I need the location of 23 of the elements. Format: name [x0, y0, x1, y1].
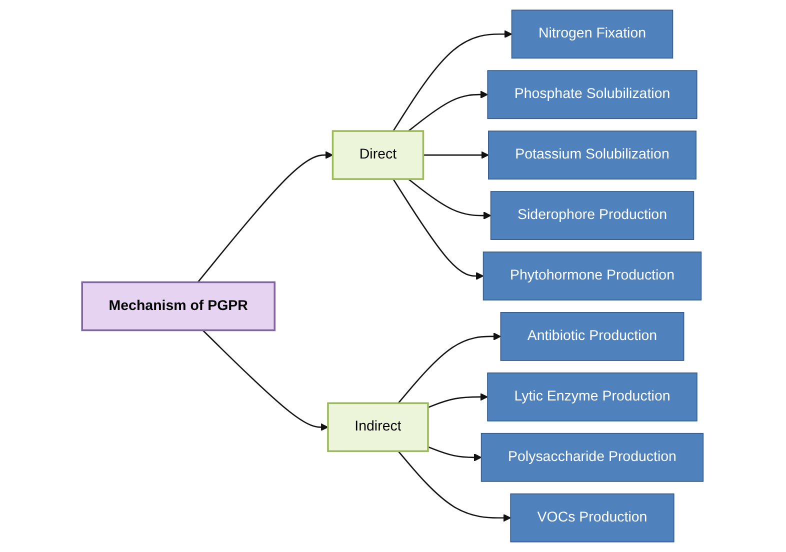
node-box: Nitrogen Fixation: [512, 10, 674, 59]
node-box: Phytohormone Production: [483, 252, 702, 300]
arrow: [428, 446, 482, 462]
arrow: [424, 151, 490, 159]
arrow: [393, 30, 512, 132]
node-box: Direct: [332, 130, 424, 180]
arrow: [428, 393, 488, 408]
node-box: Antibiotic Production: [500, 312, 685, 361]
arrow: [398, 450, 512, 522]
arrow: [202, 330, 329, 432]
arrow: [408, 178, 492, 220]
arrow: [198, 151, 334, 283]
node-box: Polysaccharide Production: [481, 432, 704, 482]
arrow: [393, 178, 484, 280]
node-box: Siderophore Production: [490, 191, 694, 240]
node-box: Potassium Solubilization: [488, 130, 697, 180]
node-box: VOCs Production: [510, 493, 675, 542]
arrow: [398, 332, 502, 404]
node-box: Phosphate Solubilization: [488, 70, 698, 120]
arrow: [408, 90, 488, 132]
node-box: Lytic Enzyme Production: [487, 372, 698, 422]
node-box: Indirect: [327, 402, 430, 452]
node-box: Mechanism of PGPR: [82, 281, 276, 332]
